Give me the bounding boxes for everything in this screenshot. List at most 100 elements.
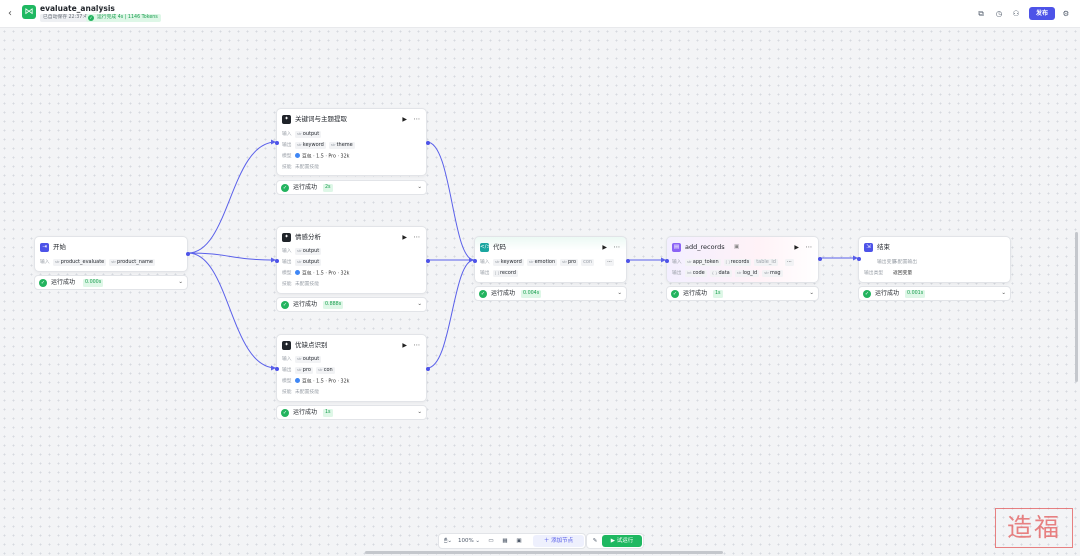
more-icon[interactable]: ⋯ [413, 341, 421, 349]
test-run-button[interactable]: ▶ 试运行 [602, 535, 642, 547]
check-circle-icon: ✓ [863, 290, 871, 298]
output-port[interactable] [426, 367, 430, 371]
node-title: 关键词与主题提取 [295, 115, 347, 123]
top-header: ‹ ⋈ evaluate_analysis ⓘ ✎ 已自动保存 22:37:43… [0, 0, 1080, 28]
variable-tag: strproduct_evaluate [53, 259, 107, 266]
comment-icon[interactable]: ▭ [488, 538, 494, 544]
play-icon[interactable]: ▶ [402, 234, 407, 241]
node-end[interactable]: ⇲ 结束 输出变量 未配置输出 输出类型 返回变量 [857, 236, 1011, 283]
chevron-down-icon[interactable]: ⌄ [809, 290, 814, 296]
check-circle-icon: ✓ [281, 184, 289, 192]
check-circle-icon: ✓ [88, 15, 94, 21]
output-port[interactable] [818, 257, 822, 261]
more-icon[interactable]: ⋯ [805, 243, 813, 251]
edit-icon[interactable]: ✎ [99, 5, 105, 12]
input-port[interactable] [275, 141, 279, 145]
node-title: 代码 [493, 243, 506, 251]
mouse-mode-icon[interactable]: 🖱⌄ [444, 538, 452, 544]
plugin-icon: ▤ [672, 243, 681, 252]
chevron-down-icon[interactable]: ⌄ [1001, 290, 1006, 296]
debug-icon[interactable]: ✎ [592, 538, 598, 544]
edge-start-proscons [187, 252, 277, 369]
input-port[interactable] [275, 367, 279, 371]
doubao-icon [295, 270, 300, 275]
chevron-left-icon[interactable]: ‹ [8, 8, 12, 19]
node-keyword[interactable]: ✦ 关键词与主题提取 ▶ ⋯ 输入 stroutput 输出 strkeywor… [275, 108, 430, 176]
status-code[interactable]: ✓ 运行成功 0.004s ⌄ [474, 286, 627, 301]
check-circle-icon: ✓ [281, 301, 289, 309]
status-proscons[interactable]: ✓ 运行成功 1s ⌄ [276, 405, 427, 420]
input-port[interactable] [275, 259, 279, 263]
node-title: 结束 [877, 243, 890, 251]
run-toolbar: ✎ ▶ 试运行 [586, 533, 644, 549]
play-icon[interactable]: ▶ [602, 244, 607, 251]
node-title: 优缺点识别 [295, 341, 328, 349]
layout-icon[interactable]: ▦ [502, 538, 508, 544]
node-title: add_records [685, 243, 725, 251]
status-keyword[interactable]: ✓ 运行成功 2s ⌄ [276, 180, 427, 195]
chevron-down-icon[interactable]: ⌄ [417, 409, 422, 415]
chevron-down-icon[interactable]: ⌄ [417, 301, 422, 307]
status-sentiment[interactable]: ✓ 运行成功 0.888s ⌄ [276, 297, 427, 312]
start-icon: ⇥ [40, 243, 49, 252]
publish-button[interactable]: 发布 [1029, 7, 1055, 20]
code-icon: </> [480, 243, 492, 252]
doubao-icon [295, 378, 300, 383]
more-icon: ⋯ [784, 259, 794, 266]
input-port[interactable] [665, 259, 669, 263]
play-icon[interactable]: ▶ [402, 116, 407, 123]
llm-icon: ✦ [282, 115, 291, 124]
variable-tag: strproduct_name [109, 259, 155, 266]
copy-icon[interactable]: ⧉ [978, 9, 984, 18]
zoom-select[interactable]: 100% ⌄ [457, 538, 481, 544]
output-port[interactable] [186, 252, 190, 256]
users-icon[interactable]: ⚇ [1012, 9, 1020, 18]
play-icon[interactable]: ▶ [402, 342, 407, 349]
edge-start-keyword [187, 141, 277, 254]
edge-proscons-code [426, 259, 475, 369]
input-port[interactable] [857, 257, 861, 261]
status-add-records[interactable]: ✓ 运行成功 1s ⌄ [666, 286, 819, 301]
info-icon[interactable]: ▣ [734, 244, 740, 250]
node-title: 情感分析 [295, 233, 321, 241]
autosave-badge: 已自动保存 22:37:43 [40, 14, 94, 22]
chevron-down-icon[interactable]: ⌄ [178, 279, 183, 285]
output-port[interactable] [426, 141, 430, 145]
end-icon: ⇲ [864, 243, 873, 252]
history-icon[interactable]: ◷ [995, 9, 1003, 18]
more-icon[interactable]: ⋯ [413, 233, 421, 241]
status-end[interactable]: ✓ 运行成功 0.001s ⌄ [858, 286, 1011, 301]
add-node-button[interactable]: ＋ 添加节点 [533, 535, 584, 547]
chevron-down-icon[interactable]: ⌄ [417, 184, 422, 190]
output-port[interactable] [426, 259, 430, 263]
node-title: 开始 [53, 243, 66, 251]
check-circle-icon: ✓ [671, 290, 679, 298]
llm-icon: ✦ [282, 341, 291, 350]
play-icon[interactable]: ▶ [794, 244, 799, 251]
output-port[interactable] [626, 259, 630, 263]
run-status-badge[interactable]: ✓ 运行完成 4s | 1146 Tokens [86, 14, 161, 22]
node-add-records[interactable]: ▤ add_records ▣ ▶ ⋯ 输入 strapp_token[ ]re… [665, 236, 822, 283]
check-circle-icon: ✓ [479, 290, 487, 298]
node-sentiment[interactable]: ✦ 情感分析 ▶ ⋯ 输入 stroutput 输出 stroutput 模型 … [275, 226, 430, 294]
edge-keyword-code [426, 141, 475, 261]
more-icon[interactable]: ⋯ [613, 243, 621, 251]
watermark-seal: 造福 [995, 508, 1073, 548]
info-icon[interactable]: ⓘ [92, 7, 99, 14]
vertical-scrollbar[interactable] [1075, 232, 1078, 382]
check-circle-icon: ✓ [39, 279, 47, 287]
settings-icon[interactable]: ⚙ [1062, 9, 1070, 18]
canvas-toolbar: 🖱⌄ 100% ⌄ ▭ ▦ ▣ ＋ 添加节点 [438, 533, 586, 549]
llm-icon: ✦ [282, 233, 291, 242]
status-start[interactable]: ✓ 运行成功 0.000s ⌄ [34, 275, 188, 290]
chevron-down-icon[interactable]: ⌄ [617, 290, 622, 296]
horizontal-scrollbar[interactable] [365, 551, 723, 554]
input-port[interactable] [473, 259, 477, 263]
more-icon[interactable]: ⋯ [413, 115, 421, 123]
minimap-icon[interactable]: ▣ [516, 538, 522, 544]
workflow-icon: ⋈ [22, 5, 36, 19]
workflow-title: evaluate_analysis [40, 4, 115, 13]
